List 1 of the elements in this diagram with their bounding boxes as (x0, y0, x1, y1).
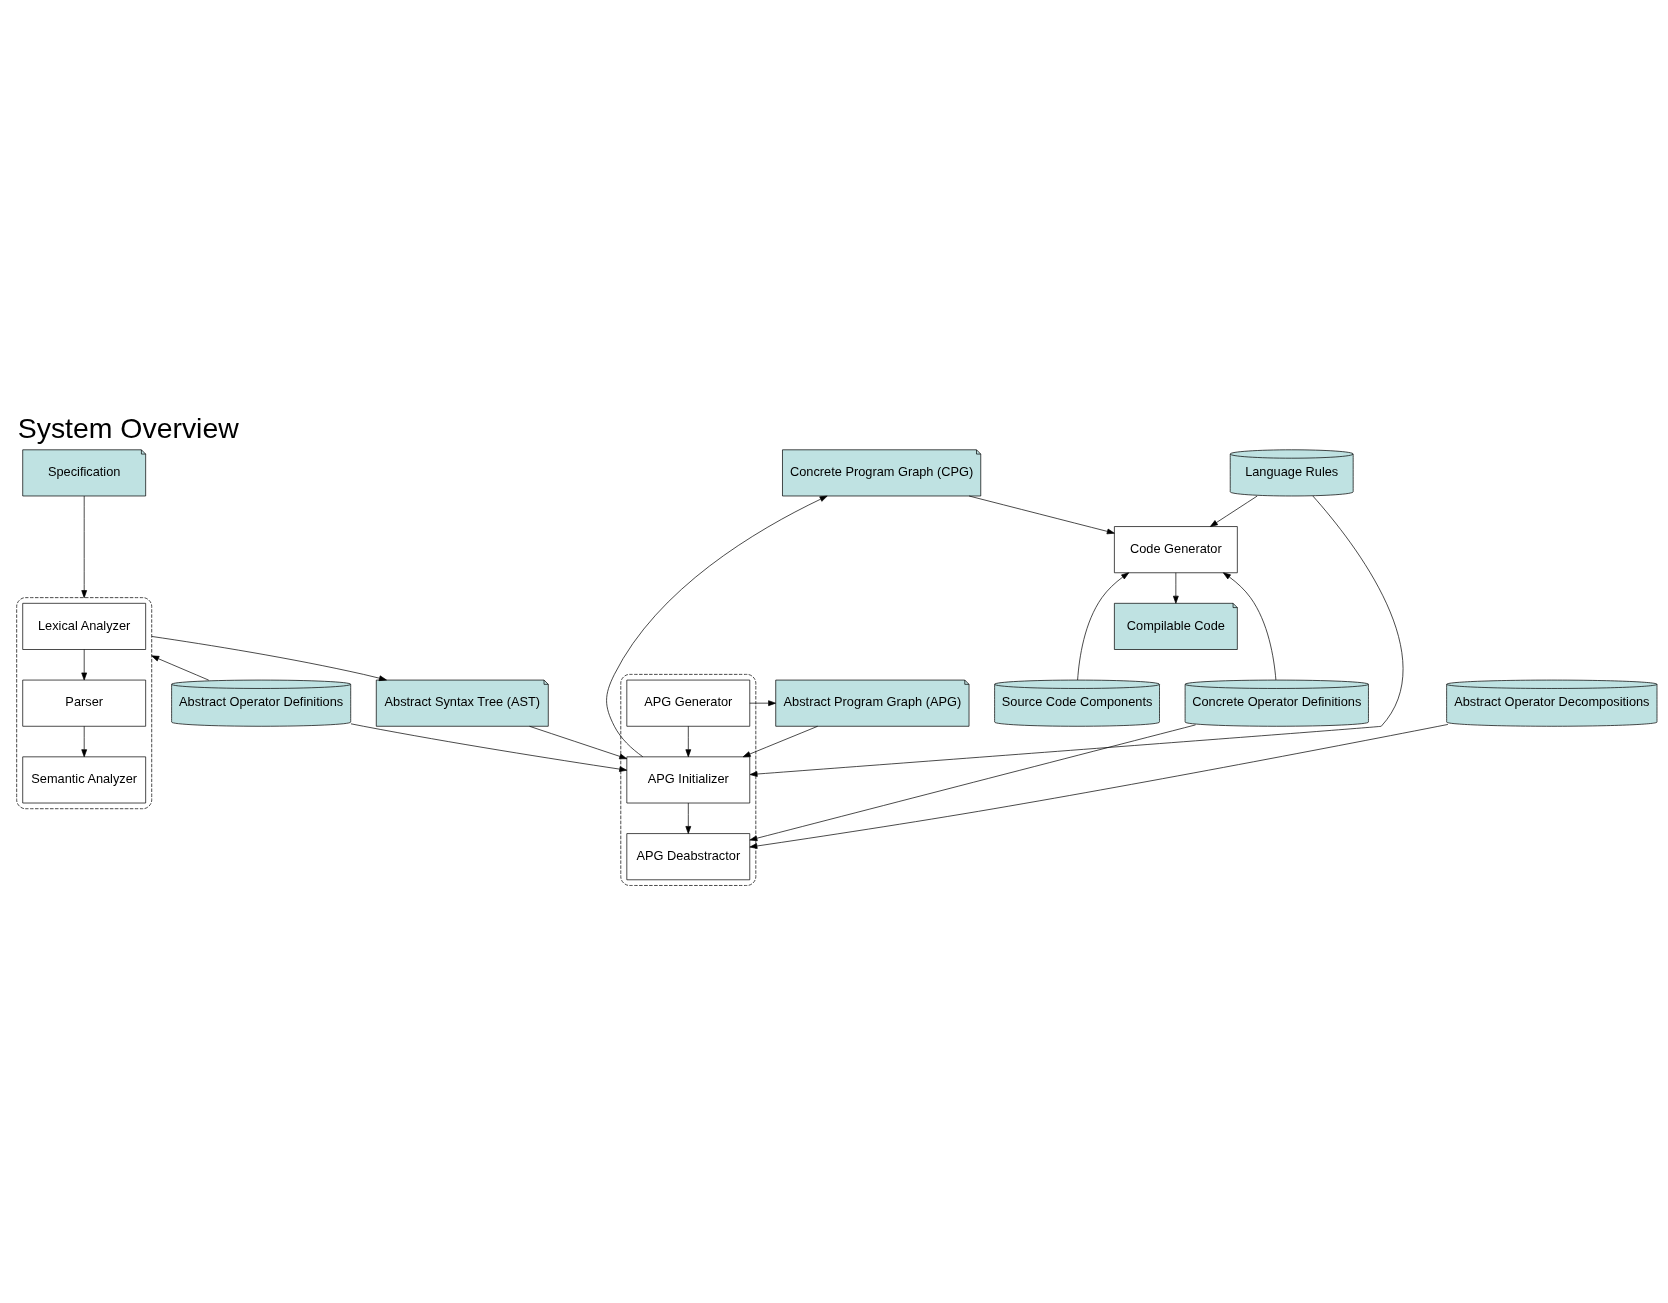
diagram-title: System Overview (17, 411, 239, 444)
